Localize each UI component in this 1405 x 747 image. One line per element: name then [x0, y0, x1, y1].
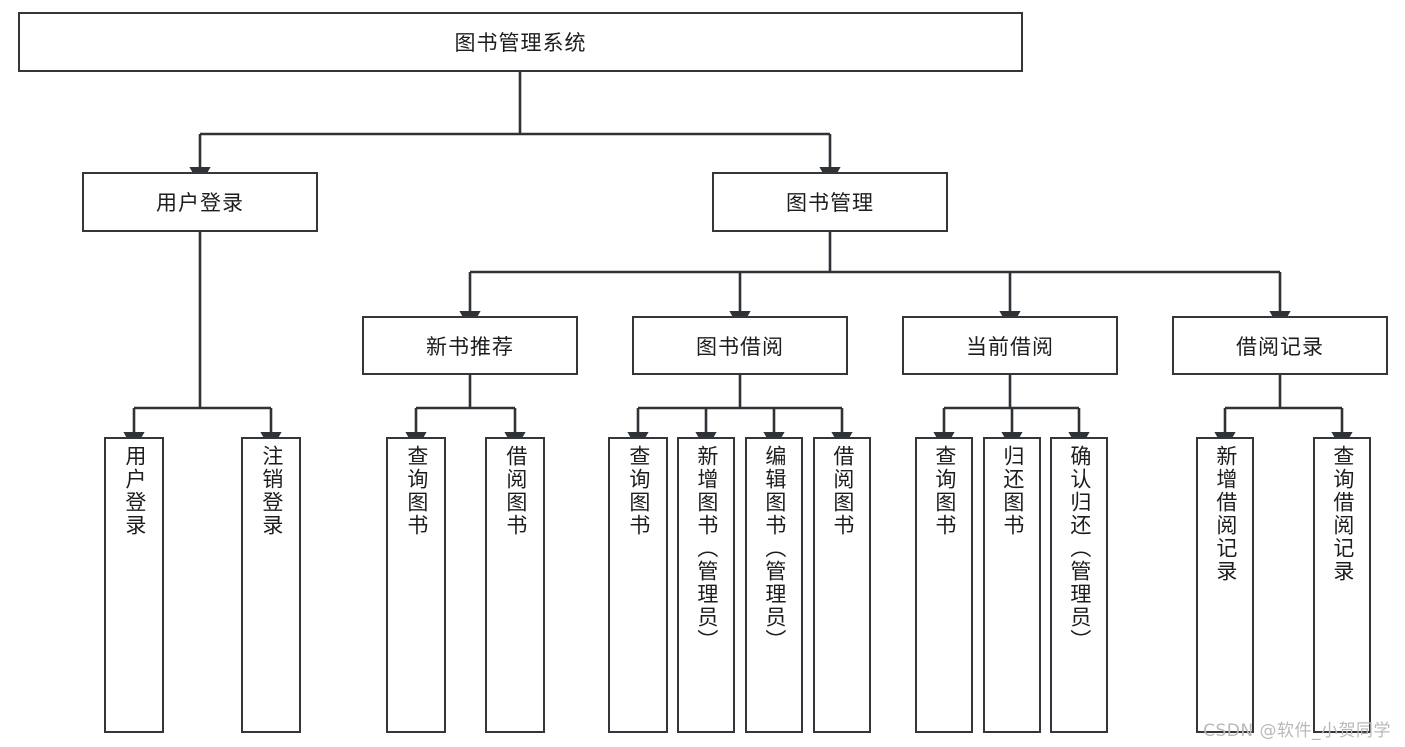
- leaf-node-查询图书[interactable]: 查询图书: [608, 437, 668, 733]
- level3-node-当前借阅[interactable]: 当前借阅: [902, 316, 1118, 375]
- watermark-label: CSDN @软件_小贺同学: [1203, 721, 1391, 741]
- node-label: 确认归还（管理员）: [1067, 445, 1092, 652]
- leaf-node-查询图书[interactable]: 查询图书: [386, 437, 446, 733]
- node-label: 图书管理系统: [454, 31, 587, 55]
- leaf-node-注销登录[interactable]: 注销登录: [241, 437, 301, 733]
- node-label: 新增图书（管理员）: [694, 445, 719, 652]
- node-label: 查询图书: [404, 445, 429, 537]
- leaf-node-新增图书管理员[interactable]: 新增图书（管理员）: [677, 437, 735, 733]
- leaf-node-查询借阅记录[interactable]: 查询借阅记录: [1313, 437, 1371, 733]
- root-node-图书管理系统[interactable]: 图书管理系统: [18, 12, 1023, 72]
- node-label: 用户登录: [156, 191, 244, 215]
- node-label: 查询借阅记录: [1330, 445, 1355, 583]
- node-label: 注销登录: [259, 445, 284, 537]
- level3-node-新书推荐[interactable]: 新书推荐: [362, 316, 578, 375]
- leaf-node-归还图书[interactable]: 归还图书: [983, 437, 1041, 733]
- node-label: 当前借阅: [966, 334, 1054, 359]
- node-label: 查询图书: [932, 445, 957, 537]
- node-label: 图书借阅: [696, 334, 784, 359]
- level2-node-图书管理[interactable]: 图书管理: [712, 172, 948, 232]
- node-label: 借阅记录: [1236, 334, 1324, 359]
- node-label: 用户登录: [122, 445, 147, 537]
- leaf-node-借阅图书[interactable]: 借阅图书: [813, 437, 871, 733]
- node-label: 图书管理: [786, 191, 874, 215]
- node-label: 归还图书: [1000, 445, 1025, 537]
- level3-node-借阅记录[interactable]: 借阅记录: [1172, 316, 1388, 375]
- level2-node-用户登录[interactable]: 用户登录: [82, 172, 318, 232]
- node-label: 借阅图书: [503, 445, 528, 537]
- node-label: 编辑图书（管理员）: [762, 445, 787, 652]
- leaf-node-编辑图书管理员[interactable]: 编辑图书（管理员）: [745, 437, 803, 733]
- node-label: 查询图书: [626, 445, 651, 537]
- node-label: 借阅图书: [830, 445, 855, 537]
- leaf-node-确认归还管理员[interactable]: 确认归还（管理员）: [1050, 437, 1108, 733]
- leaf-node-借阅图书[interactable]: 借阅图书: [485, 437, 545, 733]
- node-label: 新书推荐: [426, 334, 514, 359]
- leaf-node-查询图书[interactable]: 查询图书: [915, 437, 973, 733]
- level3-node-图书借阅[interactable]: 图书借阅: [632, 316, 848, 375]
- leaf-node-用户登录[interactable]: 用户登录: [104, 437, 164, 733]
- leaf-node-新增借阅记录[interactable]: 新增借阅记录: [1196, 437, 1254, 733]
- node-label: 新增借阅记录: [1213, 445, 1238, 583]
